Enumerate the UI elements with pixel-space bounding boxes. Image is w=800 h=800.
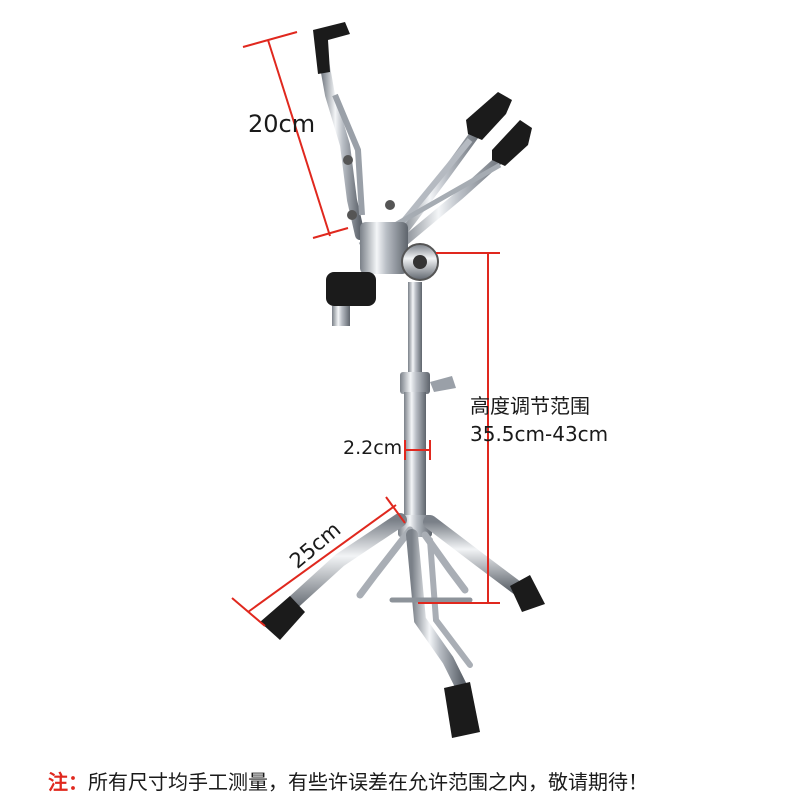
tube-diameter-label: 2.2cm (343, 437, 403, 459)
arm-length-label: 20cm (248, 110, 316, 138)
height-range-title: 高度调节范围 (470, 394, 590, 418)
foot-left (260, 596, 305, 640)
foot-front (444, 682, 480, 738)
dimension-lines (231, 31, 500, 627)
footnote-text: 所有尺寸均手工测量，有些许误差在允许范围之内，敬请期待！ (88, 770, 648, 794)
rivet (343, 155, 353, 165)
rivet (347, 210, 357, 220)
rubber-feet (260, 575, 545, 738)
basket-arms (317, 45, 515, 252)
center-tube (398, 282, 456, 537)
footnote-prefix: 注： (48, 770, 88, 794)
arm-rubber-tips (313, 22, 532, 166)
tilt-knob (326, 272, 376, 306)
foot-right (510, 575, 545, 612)
height-range-value: 35.5cm-43cm (470, 422, 609, 446)
tripod-legs (278, 513, 527, 694)
height-lock-wing (430, 376, 456, 392)
rivet (385, 200, 395, 210)
footnote: 注：所有尺寸均手工测量，有些许误差在允许范围之内，敬请期待！ (48, 766, 648, 795)
tilt-clamp (326, 222, 439, 326)
